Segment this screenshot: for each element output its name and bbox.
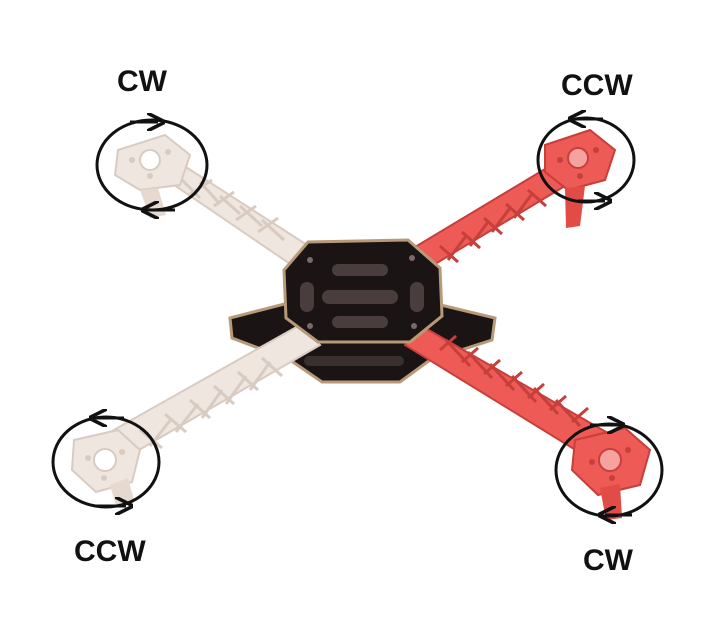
arm-rear-right-red (403, 323, 652, 520)
rotation-indicator-top-left (95, 120, 209, 210)
label-top-left-rotation: CW (117, 65, 167, 98)
rotation-indicator-bottom-left (51, 417, 161, 507)
arm-front-right-red (408, 128, 617, 272)
top-plate (282, 238, 444, 344)
rotation-indicator-bottom-right (554, 424, 664, 516)
arm-front-left-white (113, 133, 320, 274)
arm-rear-left-white (70, 323, 322, 506)
rotation-indicator-top-right (536, 118, 636, 202)
label-top-right-rotation: CCW (561, 69, 633, 102)
label-bottom-left-rotation: CCW (74, 535, 146, 568)
label-bottom-right-rotation: CW (583, 544, 633, 577)
